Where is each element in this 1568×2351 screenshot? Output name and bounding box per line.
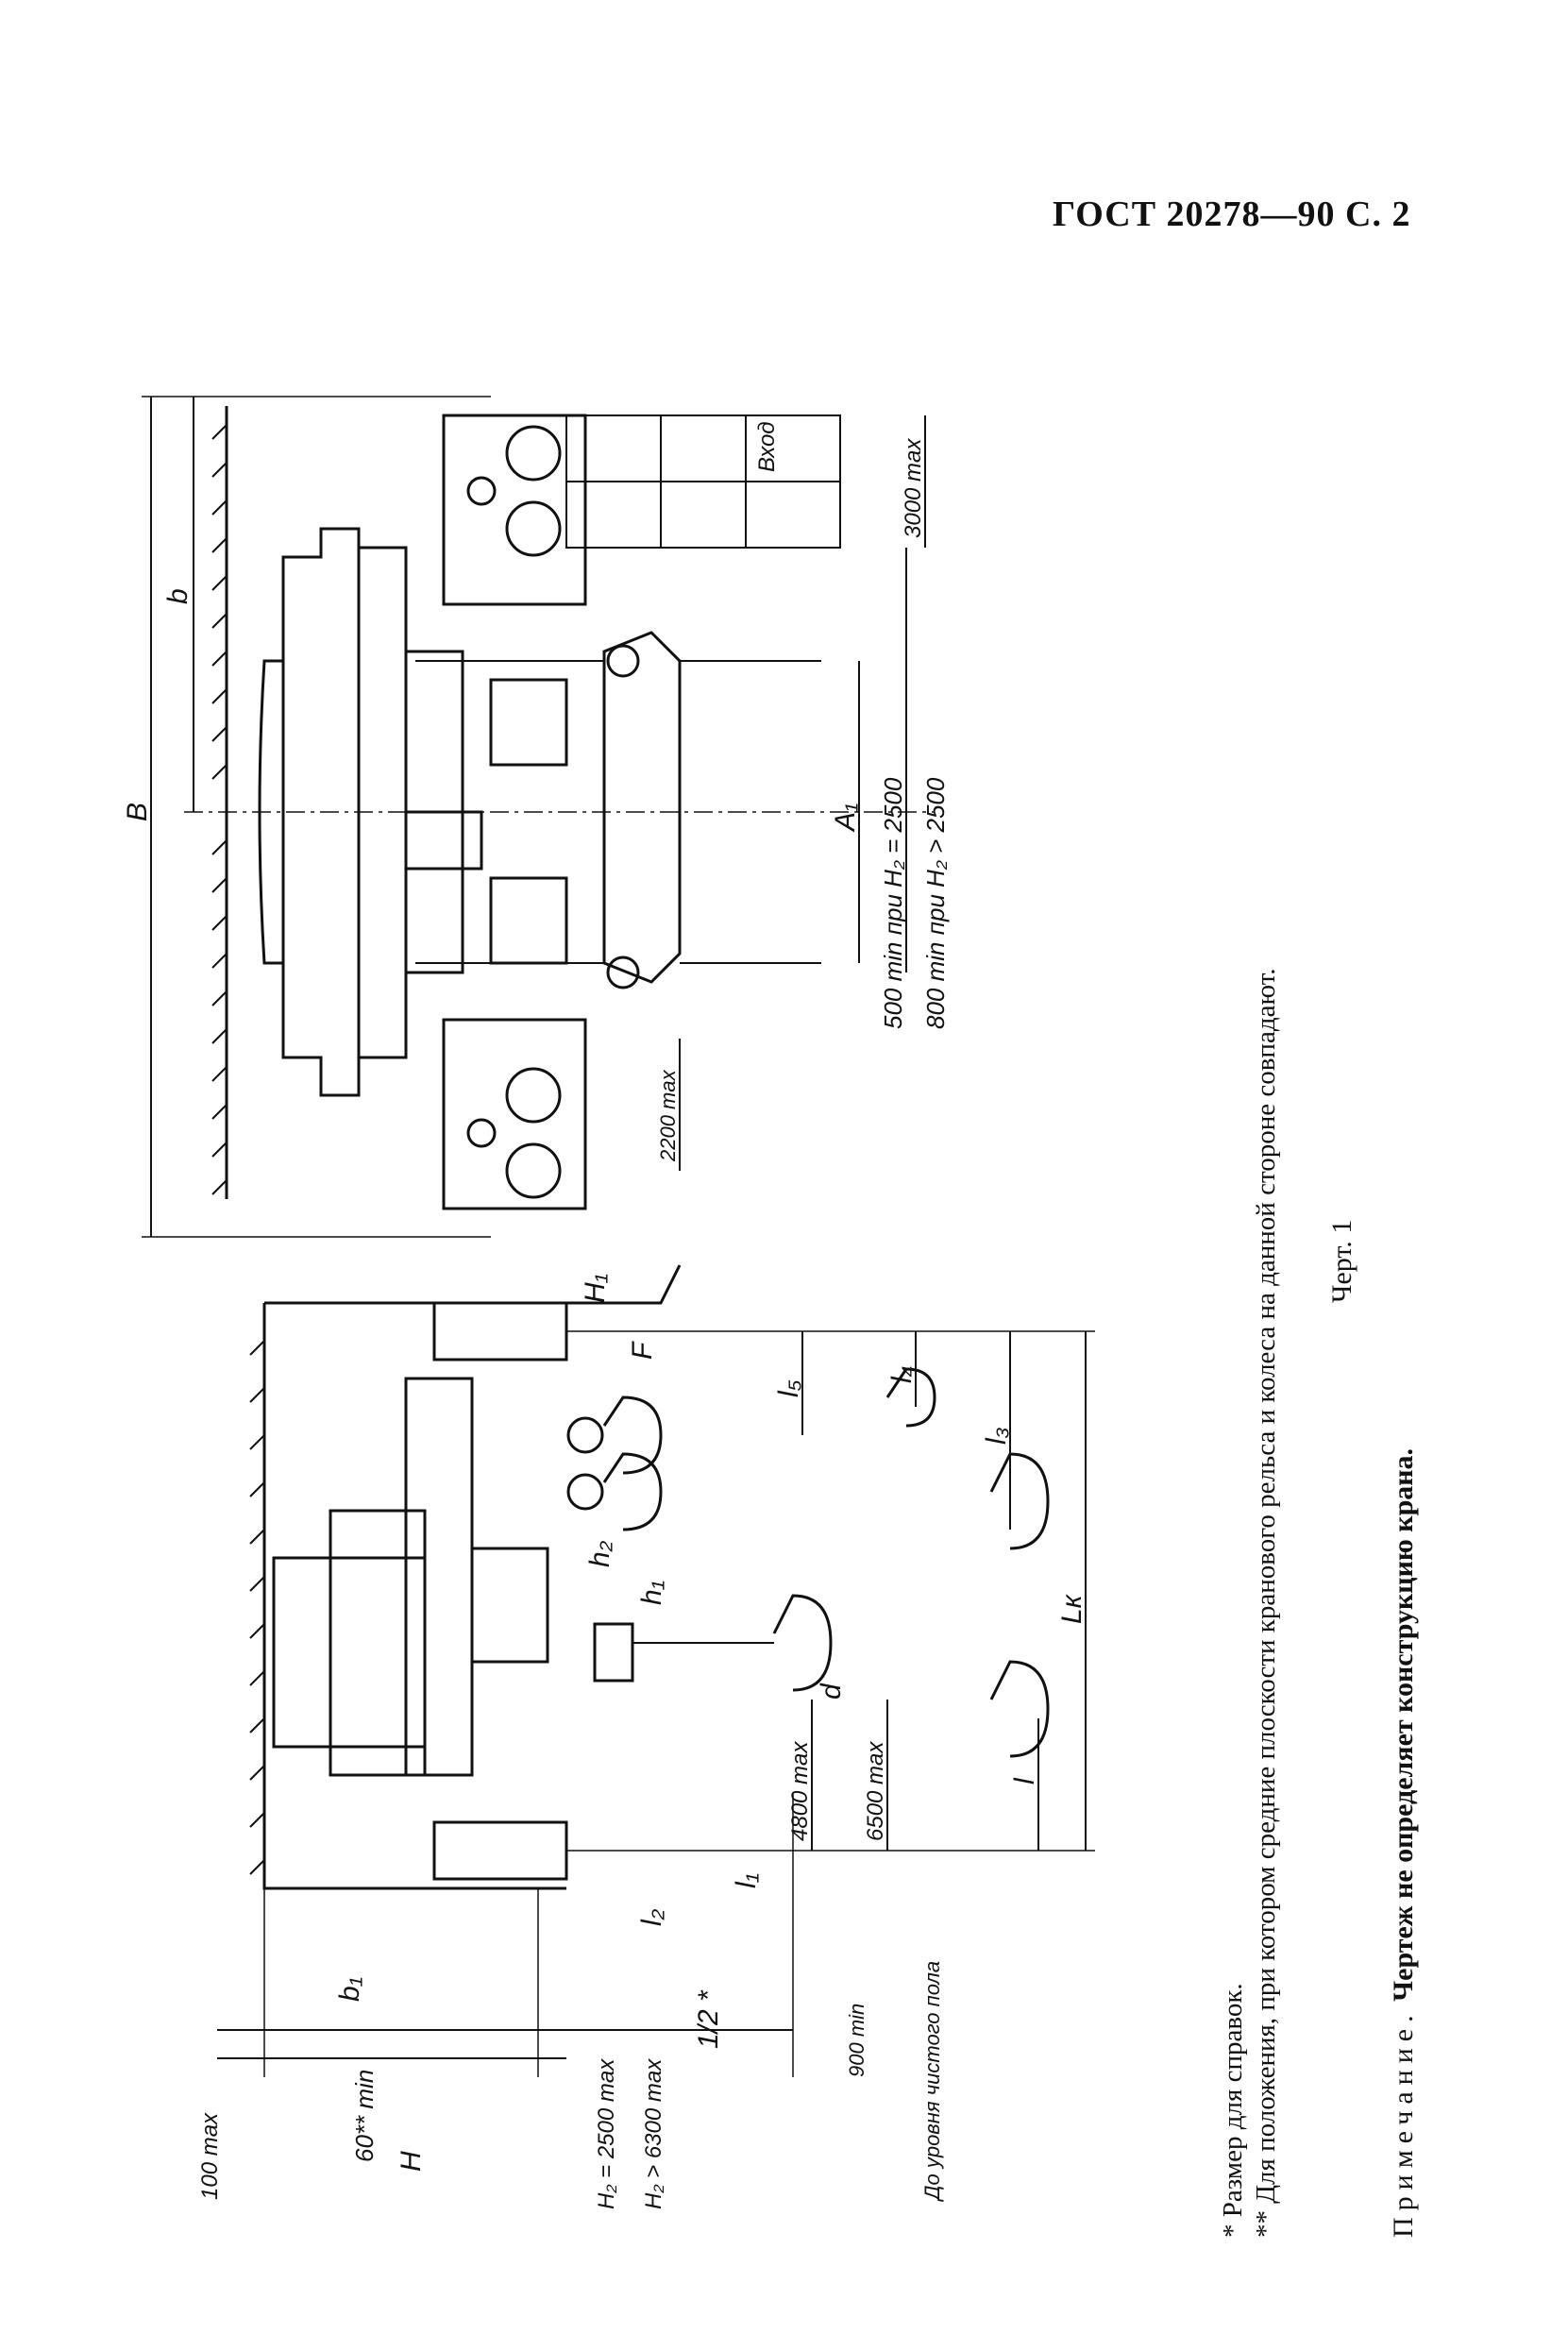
footnote-1: * Размер для справок. [1218,1983,1248,2238]
label-H2-2500: H₂ = 2500 max [594,2058,619,2209]
note-remark: Примечание. Чертеж не определяет констру… [1388,1448,1420,2238]
label-half-star: 1/2 * [693,1989,724,2049]
label-h2: h₂ [584,1540,615,1567]
label-d: d [816,1683,847,1700]
label-60min: 60** min [350,2070,379,2162]
figure-caption: Черт. 1 [1326,1219,1357,1303]
label-4800max: 4800 max [787,1741,813,1841]
label-500min: 500 min при H₂ = 2500 [879,777,907,1029]
label-3000max: 3000 max [901,438,926,538]
label-2200max: 2200 max [656,1069,680,1162]
label-l4: l₄ [886,1365,918,1383]
label-b: b [162,588,194,604]
label-Lk: Lк [1056,1593,1087,1624]
label-H: H [396,2151,427,2172]
label-100max: 100 max [197,2112,223,2200]
label-900min: 900 min [845,2004,868,2077]
hatching [211,424,265,1875]
label-800min: 800 min при H₂ > 2500 [921,777,950,1029]
page-header: ГОСТ 20278—90 С. 2 [1053,195,1411,234]
footnote-2: ** Для положения, при котором средние пл… [1251,968,1281,2238]
label-l5: l₅ [773,1379,804,1397]
label-l3: l₃ [981,1427,1012,1445]
label-H2-6300: H₂ > 6300 max [641,2058,666,2209]
note-prefix: Примечание. [1388,2008,1419,2238]
label-H1-top: H₁ [580,1274,611,1303]
label-A1: A₁ [830,803,861,833]
label-B: B [122,803,153,821]
label-vhod: Вход [754,421,780,472]
label-F: F [627,1341,658,1360]
note-text: Чертеж не определяет конструкцию крана. [1388,1447,1419,2002]
label-level: До уровня чистого пола [920,1961,944,2203]
label-l1: l₁ [731,1873,762,1888]
label-l: l [1009,1777,1040,1784]
label-6500max: 6500 max [863,1741,888,1841]
label-h1: h₁ [636,1581,667,1605]
label-b1: b₁ [334,1977,365,2002]
label-l2: l₂ [636,1908,667,1926]
